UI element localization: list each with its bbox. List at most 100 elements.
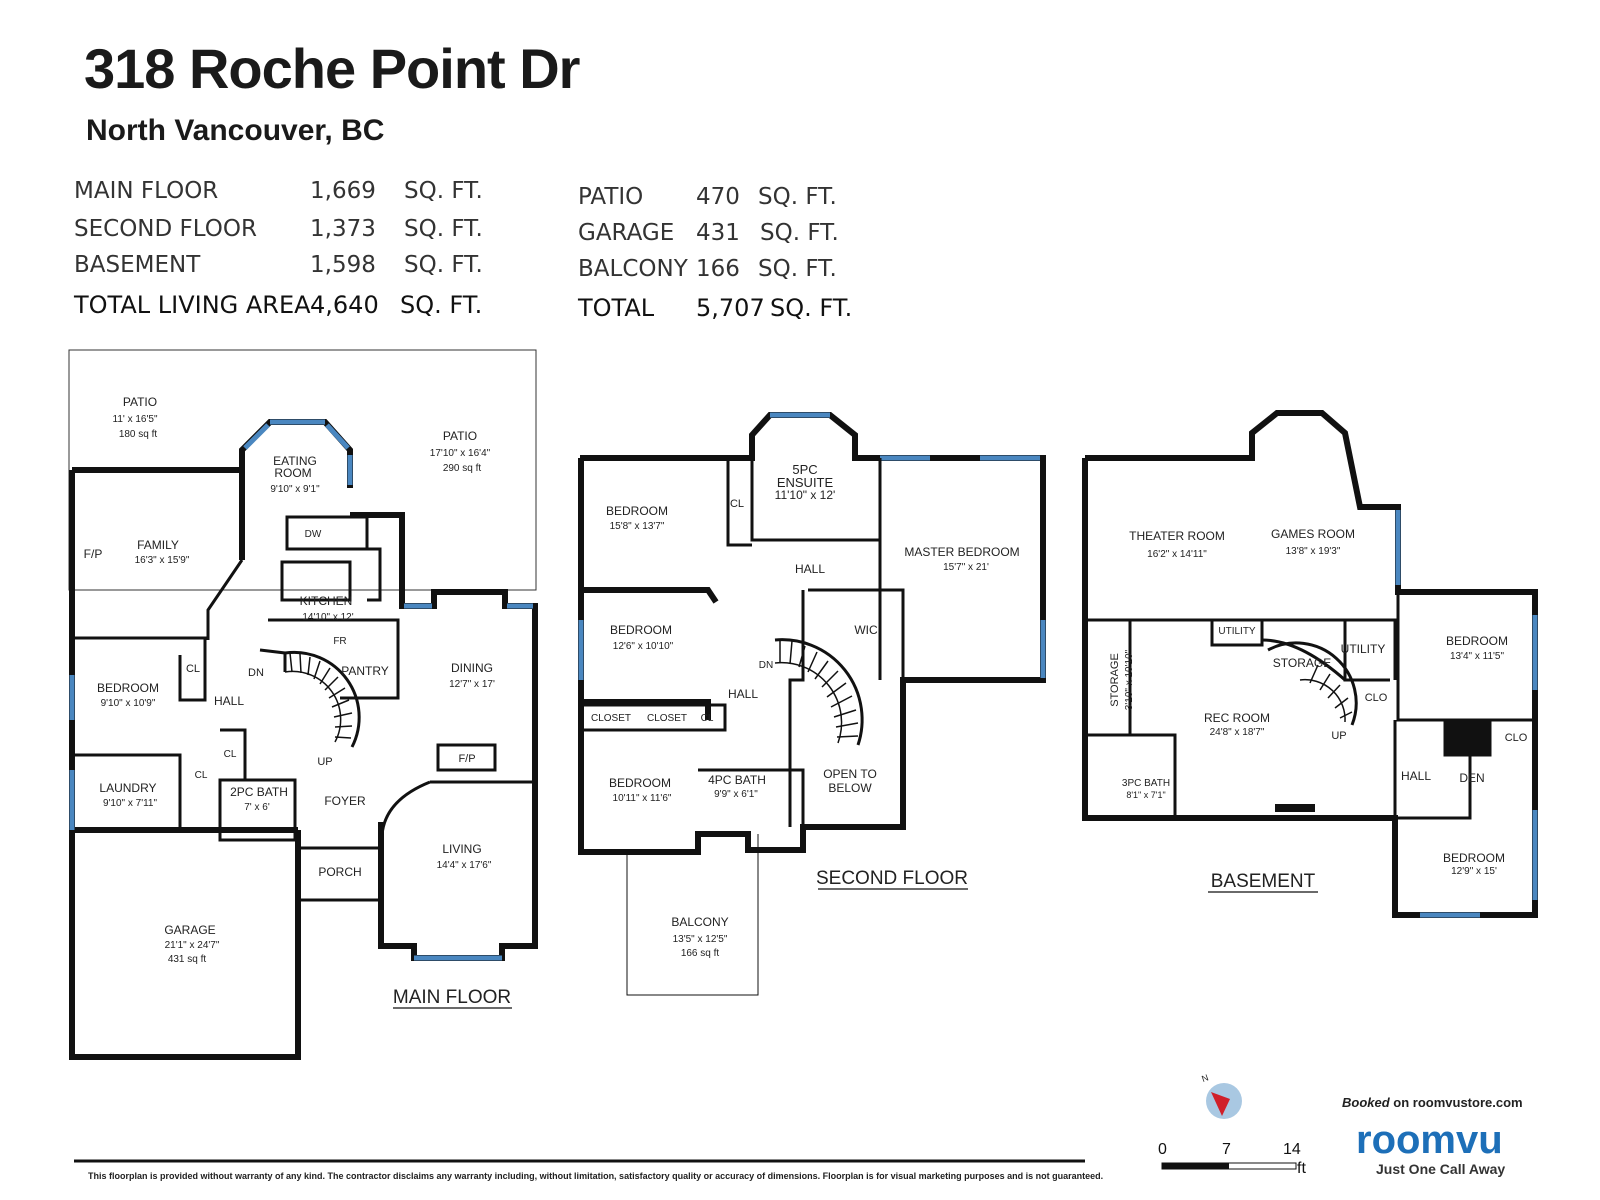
kitchen-label: KITCHEN (300, 594, 353, 608)
closet-label-1: CL (186, 663, 200, 675)
area-summary-left: MAIN FLOOR 1,669 SQ. FT. SECOND FLOOR 1,… (74, 178, 483, 319)
booked-prefix: Booked (1342, 1095, 1390, 1110)
kitchen-east-wall (350, 512, 538, 961)
closet-basement-2: CLO (1505, 732, 1528, 744)
bedroom2-closets (581, 703, 727, 732)
pantry-label: PANTRY (341, 664, 389, 678)
scale-mark-14: 14 (1283, 1141, 1301, 1158)
kitchen-dims: 14'10" x 12' (302, 612, 353, 623)
pantry-wall (268, 618, 400, 700)
bedroom1-basement-dims: 13'4" x 11'5" (1450, 651, 1505, 662)
closet-2-label: CLOSET (647, 713, 687, 724)
closet-bedroom1 (726, 458, 752, 547)
dining-label: DINING (451, 661, 493, 675)
garage-dims: 21'1" x 24'7" (165, 940, 220, 951)
ensuite-walls (750, 458, 882, 542)
bath-4pc-dims: 9'9" x 6'1" (714, 789, 758, 800)
laundry-label: LAUNDRY (99, 781, 156, 795)
scale-bar (1161, 1162, 1297, 1170)
hall-second-label: HALL (728, 687, 758, 701)
games-label: GAMES ROOM (1271, 527, 1355, 541)
roomvu-logo: roomvu (1356, 1118, 1503, 1162)
eating-room-label: EATING (273, 454, 317, 468)
bath-3pc-label: 3PC BATH (1122, 778, 1170, 789)
hall-basement-label: HALL (1401, 769, 1431, 783)
eating-window (243, 419, 350, 450)
patio-right-label: PATIO (443, 429, 477, 443)
fridge-label: FR (333, 636, 346, 647)
bedroom1-second-label: BEDROOM (606, 504, 668, 518)
den-label: DEN (1459, 771, 1484, 785)
bedroom2-basement-label: BEDROOM (1443, 851, 1505, 865)
dining-dims: 12'7" x 17' (449, 679, 495, 690)
patio-right-dims: 17'10" x 16'4" (430, 448, 491, 459)
den-fireplace (1443, 718, 1492, 757)
second-staircase (774, 638, 864, 746)
open-below-label: OPEN TO (823, 767, 877, 781)
storage-label: STORAGE (1273, 656, 1331, 670)
property-city: North Vancouver, BC (86, 114, 385, 147)
eating-room-label-2: ROOM (274, 466, 311, 480)
closet-label-3: CL (195, 770, 208, 781)
master-label: MASTER BEDROOM (904, 545, 1019, 559)
balcony-label: BALCONY (671, 915, 728, 929)
balcony-dims: 13'5" x 12'5" (673, 934, 728, 945)
scale-mark-7: 7 (1222, 1141, 1231, 1158)
bedroom3-second-dims: 10'11" x 11'6" (613, 793, 672, 804)
bedroom1-basement-label: BEDROOM (1446, 634, 1508, 648)
wic-wall (788, 590, 805, 827)
bedroom-main-label: BEDROOM (97, 681, 159, 695)
compass-icon: N (1200, 1072, 1242, 1119)
theater-label: THEATER ROOM (1129, 529, 1225, 543)
basement-exterior-wall (1082, 410, 1538, 918)
closet-basement-1: CLO (1365, 692, 1388, 704)
closet-3-label: CL (701, 713, 714, 724)
patio-left-area: 180 sq ft (119, 429, 158, 440)
patio-left-dims: 11' x 16'5" (113, 414, 158, 425)
stair-down-label: DN (248, 667, 264, 679)
property-address: 318 Roche Point Dr (84, 37, 580, 100)
bedroom2-basement-dims: 12'9" x 15' (1451, 866, 1497, 877)
basement-staircase (1267, 641, 1358, 726)
scale-unit: ft (1297, 1160, 1306, 1177)
area-summary-right: PATIO 470 SQ. FT. GARAGE 431 SQ. FT. BAL… (578, 184, 853, 322)
storage-room-walls (1261, 638, 1346, 682)
stair-up-label: UP (317, 756, 332, 768)
bath-3pc-walls (1085, 733, 1177, 818)
bath-2pc-label: 2PC BATH (230, 785, 288, 799)
closet-label-2: CL (224, 749, 237, 760)
closet-1-label: CLOSET (591, 713, 631, 724)
bedroom3-second-label: BEDROOM (609, 776, 671, 790)
living-label: LIVING (442, 842, 481, 856)
stair-down-second: DN (759, 660, 773, 671)
porch-walls (296, 846, 381, 902)
family-fireplace-label: F/P (84, 547, 103, 561)
fireplace-living (436, 743, 497, 772)
kitchen-island (280, 560, 352, 602)
svg-text:N: N (1200, 1072, 1210, 1084)
hall-main-label: HALL (214, 694, 244, 708)
master-wic (808, 540, 905, 680)
living-fireplace-label: F/P (458, 753, 475, 765)
roomvu-tagline: Just One Call Away (1376, 1161, 1506, 1177)
utility-small-label: UTILITY (1218, 626, 1256, 637)
laundry-dims: 9'10" x 7'11" (103, 798, 158, 809)
storage-vertical-label: STORAGE (1109, 653, 1121, 707)
bath-3pc-dims: 8'1" x 7'1" (1126, 790, 1165, 800)
open-below-label-2: BELOW (828, 781, 872, 795)
ensuite-label: 5PC (792, 462, 817, 477)
living-curve (380, 780, 431, 836)
balcony-outline (626, 834, 759, 996)
main-floor-plan: PATIO 11' x 16'5" 180 sq ft PATIO 17'10"… (68, 349, 538, 1060)
eating-room-dims: 9'10" x 9'1" (270, 484, 320, 495)
rec-room-north-wall (1130, 618, 1397, 680)
basement-plan: THEATER ROOM 16'2" x 14'11" GAMES ROOM 1… (1082, 410, 1538, 918)
kitchen-counter (285, 515, 382, 602)
bedroom1-second-dims: 15'8" x 13'7" (610, 521, 665, 532)
family-hall-wall (206, 559, 244, 640)
bath-2pc-dims: 7' x 6' (244, 802, 270, 813)
bath-4pc-label: 4PC BATH (708, 773, 766, 787)
booked-on-text: Booked on roomvustore.com (1342, 1095, 1523, 1110)
second-floor-title: SECOND FLOOR (816, 868, 968, 889)
